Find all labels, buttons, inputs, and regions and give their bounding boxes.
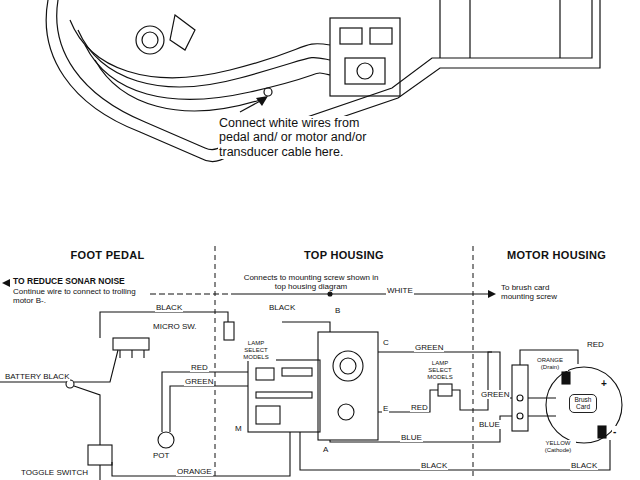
wire-label: - — [612, 426, 617, 438]
wire-label: RED — [410, 403, 429, 412]
wire-label: E — [382, 404, 389, 413]
wire-label: GREEN — [184, 377, 214, 386]
wire-label: TOGGLE SWITCH — [20, 468, 89, 477]
region-heading: MOTOR HOUSING — [473, 249, 640, 261]
wire-label: LAMP SELECT MODELS — [236, 340, 276, 361]
wire-label: RED — [586, 340, 605, 349]
wire-label: WHITE — [386, 286, 414, 295]
arrowhead — [488, 290, 496, 298]
wire-label: YELLOW (Cathode) — [540, 440, 576, 454]
wire-label: + — [600, 378, 608, 390]
brush-card: Brush Card — [569, 394, 597, 413]
wire-label: MICRO SW. — [152, 322, 198, 331]
wire-label: Connects to mounting screw shown in top … — [240, 273, 382, 291]
wire-label: Continue wire to connect to trolling mot… — [12, 287, 142, 305]
wire-label: ORANGE (Drain) — [532, 357, 568, 371]
wire-label: BLACK — [570, 461, 598, 470]
wire-label: ORANGE — [176, 467, 213, 476]
wire-label: To brush card mounting screw — [500, 283, 582, 301]
wire-label: RED — [190, 363, 209, 372]
wire-label: LAMP SELECT MODELS — [420, 360, 460, 381]
wire-label: TO REDUCE SONAR NOISE — [12, 277, 126, 287]
top-housing-drawing — [46, 0, 600, 162]
wire-label: BLUE — [400, 433, 423, 442]
component-symbols — [66, 322, 622, 480]
arrowhead — [2, 279, 10, 287]
wire-label: GREEN — [414, 343, 444, 352]
wire-label: A — [322, 445, 329, 454]
wire-label: BLACK — [420, 461, 448, 470]
wire-label: C — [382, 338, 390, 347]
wire-label: POT — [152, 451, 170, 460]
wire-label: M — [234, 424, 243, 433]
wires — [0, 292, 610, 476]
wire-label: B — [334, 306, 341, 315]
wire-label: BLUE — [478, 420, 501, 429]
wire-label: BLACK — [155, 303, 183, 312]
wire-label: GREEN — [480, 390, 510, 399]
part-name: Brush Card — [572, 396, 594, 410]
wire-label: BATTERY BLACK — [4, 372, 70, 381]
wire-label: BLACK — [268, 303, 296, 312]
callout-note: Connect white wires from pedal and/ or m… — [218, 116, 392, 159]
region-dividers — [215, 246, 473, 480]
region-heading: FOOT PEDAL — [0, 249, 215, 261]
region-heading: TOP HOUSING — [215, 249, 473, 261]
